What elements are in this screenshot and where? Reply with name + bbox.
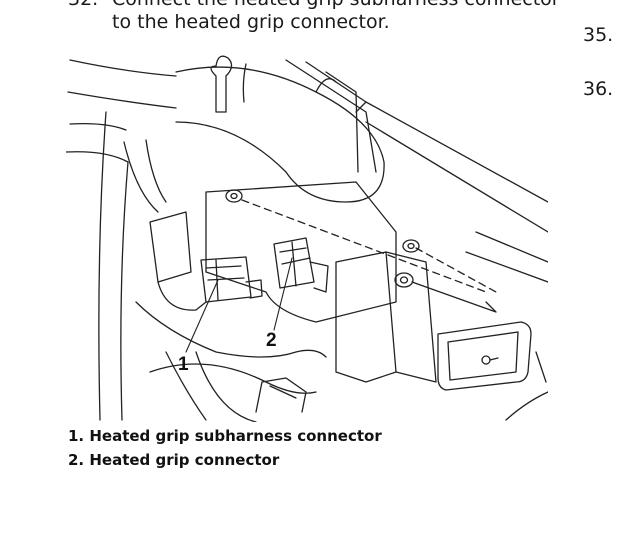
legend-item-1: 1. Heated grip subharness connector xyxy=(68,427,382,445)
legend-item-2: 2. Heated grip connector xyxy=(68,451,280,469)
step-number-36: 36. xyxy=(583,78,614,100)
step-number-35: 35. xyxy=(583,24,614,46)
step-number: 32. xyxy=(68,0,98,11)
step-text-line2: to the heated grip connector. xyxy=(112,11,390,33)
callout-1: 1 xyxy=(178,354,189,375)
callout-2: 2 xyxy=(266,330,277,351)
step-text-line1: Connect the heated grip subharness conne… xyxy=(112,0,560,11)
heated-grip-connector-illustration: 1 2 xyxy=(66,55,548,422)
